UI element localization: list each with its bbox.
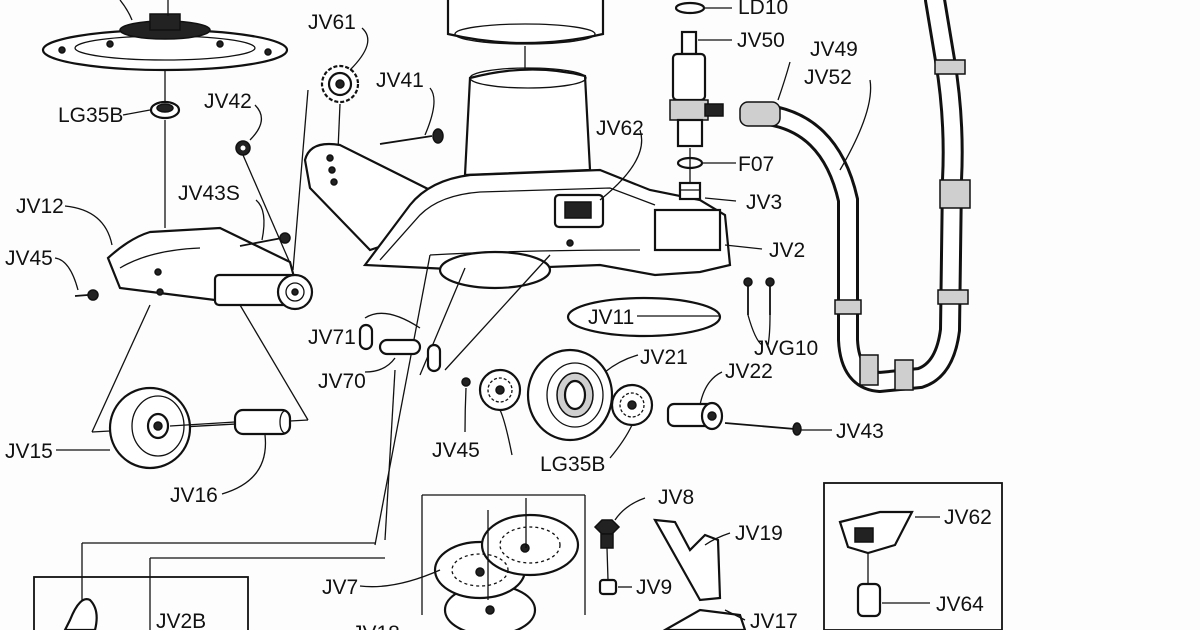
jv12-gear-housing-part	[106, 226, 314, 311]
jv45-mid-screw-part	[461, 377, 471, 387]
label-jv8: JV8	[658, 486, 694, 509]
label-jv49: JV49	[810, 38, 858, 61]
jv11-gasket-part	[566, 296, 722, 338]
label-jv3: JV3	[746, 191, 782, 214]
bearing-left-part	[478, 368, 522, 412]
jv10-screws-part	[743, 277, 775, 315]
label-jv2b: JV2B	[156, 610, 206, 630]
jv62-inset-clip-part	[838, 510, 914, 555]
jv17-plate-part	[662, 608, 747, 630]
label-jv43s: JV43S	[178, 182, 240, 205]
jv15-pulley-part	[108, 386, 192, 470]
jv41-screw-part	[379, 128, 444, 145]
jv22-bushing-part	[666, 401, 724, 431]
label-lg35b-top: LG35B	[58, 104, 123, 127]
label-jv42: JV42	[204, 90, 252, 113]
jv19-bracket-part	[653, 518, 722, 602]
jv8-small-gear-part	[593, 519, 621, 549]
label-jv18: JV18	[352, 622, 400, 630]
label-ld10: LD10	[738, 0, 788, 19]
label-jv2: JV2	[769, 239, 805, 262]
label-jv64: JV64	[936, 593, 984, 616]
label-jv41: JV41	[376, 69, 424, 92]
turntable-plate-part	[41, 0, 289, 72]
label-jv45-left: JV45	[5, 247, 53, 270]
label-jv70: JV70	[318, 370, 366, 393]
top-cylinder-part	[446, 0, 605, 45]
jv21-flange-part	[526, 348, 614, 442]
jv45-left-screw-part	[74, 289, 99, 301]
label-jv71: JV71	[308, 326, 356, 349]
leader-lines	[54, 7, 940, 621]
label-jv15: JV15	[5, 440, 53, 463]
label-jv19: JV19	[735, 522, 783, 545]
jv61-sprocket-part	[320, 64, 360, 104]
label-jv22: JV22	[725, 360, 773, 383]
label-jv45-mid: JV45	[432, 439, 480, 462]
label-jv43: JV43	[836, 420, 884, 443]
label-jv50: JV50	[737, 29, 785, 52]
label-lg35b-mid: LG35B	[540, 453, 605, 476]
jv42-nut-part	[235, 140, 251, 156]
jv43-bolt-part	[724, 422, 802, 436]
label-jv52: JV52	[804, 66, 852, 89]
jv7-gear-stack-part	[433, 513, 580, 630]
jv71-pin-part	[358, 323, 442, 373]
label-jv62-inset: JV62	[944, 506, 992, 529]
jv50-valve-part	[669, 1, 724, 148]
label-jv10: JVG10	[754, 337, 818, 360]
label-f07: F07	[738, 153, 774, 176]
inset-box	[823, 482, 1003, 630]
jv9-spacer-part	[598, 578, 618, 596]
jv2b-part	[63, 598, 98, 630]
lg35b-washer-top-part	[149, 100, 181, 120]
bearing-right-part	[610, 383, 654, 427]
motor-body-part	[463, 67, 592, 177]
label-jv9: JV9	[636, 576, 672, 599]
label-jv11: JV11	[588, 306, 634, 329]
label-jv17: JV17	[750, 610, 798, 630]
jv64-cylinder-part	[856, 582, 882, 618]
label-jv61: JV61	[308, 11, 356, 34]
label-jv7: JV7	[322, 576, 358, 599]
label-jv62-main: JV62	[596, 117, 644, 140]
label-jv12: JV12	[16, 195, 64, 218]
label-jv16: JV16	[170, 484, 218, 507]
label-jv21: JV21	[640, 346, 688, 369]
jv16-sleeve-part	[233, 408, 292, 436]
jv3-fitting-part	[678, 181, 702, 201]
jv52-hose-part	[739, 0, 971, 394]
jv43s-bolt-part	[239, 232, 291, 247]
jv2-main-housing-part	[362, 168, 732, 290]
jv2b-inset-box	[33, 576, 249, 630]
